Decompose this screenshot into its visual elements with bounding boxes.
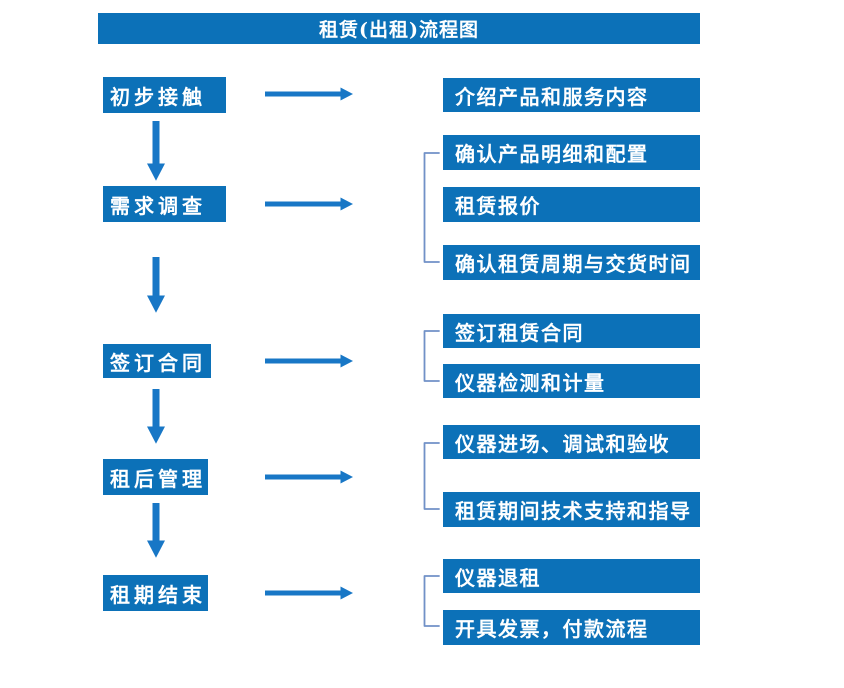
step-box-initial-contact: 初步接触 (103, 77, 226, 113)
bracket-group-4 (423, 442, 440, 510)
output-box-rental-quote: 租赁报价 (443, 187, 700, 222)
bracket-group-5 (423, 575, 440, 627)
output-box-instrument-return: 仪器退租 (443, 559, 700, 593)
bracket-group-3 (423, 330, 440, 382)
output-box-introduce-products: 介绍产品和服务内容 (443, 78, 700, 112)
step-box-rental-end: 租期结束 (103, 575, 208, 611)
step-box-post-rental-management: 租后管理 (103, 459, 208, 495)
flowchart-title: 租赁(出租)流程图 (98, 13, 700, 44)
output-box-tech-support: 租赁期间技术支持和指导 (443, 492, 700, 527)
bracket-group-2 (423, 152, 440, 263)
output-box-instrument-testing: 仪器检测和计量 (443, 364, 700, 398)
output-box-confirm-period-delivery: 确认租赁周期与交货时间 (443, 245, 700, 280)
output-box-invoice-payment: 开具发票，付款流程 (443, 610, 700, 645)
step-box-demand-survey: 需求调查 (103, 186, 226, 222)
step-box-sign-contract: 签订合同 (103, 344, 211, 378)
output-box-sign-rental-contract: 签订租赁合同 (443, 314, 700, 348)
output-box-instrument-setup-acceptance: 仪器进场、调试和验收 (443, 425, 700, 459)
output-box-confirm-details: 确认产品明细和配置 (443, 135, 700, 170)
